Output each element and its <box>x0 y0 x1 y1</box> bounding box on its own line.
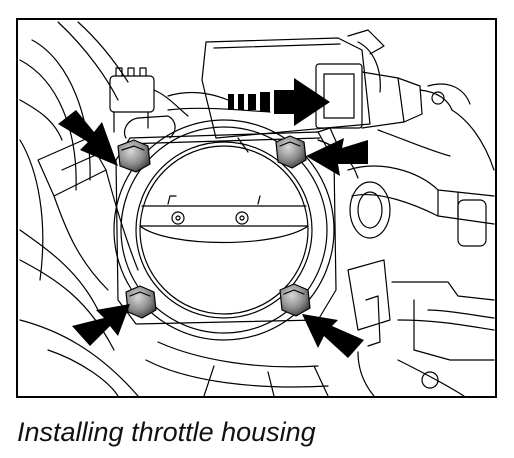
arrow-icon-bottom-left <box>72 304 130 346</box>
bolt-icon-bottom-left <box>125 285 157 319</box>
throttle-bore <box>113 119 335 341</box>
connector-arrow <box>228 78 330 126</box>
arrow-icon-top-right <box>306 138 368 176</box>
bolt-icon-top-right <box>275 135 307 169</box>
background-lower <box>145 341 329 396</box>
bolt-icon-top-left <box>117 139 151 173</box>
throttle-housing-illustration <box>19 21 495 396</box>
background-hoses-left <box>19 21 139 396</box>
figure-frame <box>16 18 497 398</box>
lower-right-component <box>347 259 495 396</box>
figure-caption: Installing throttle housing <box>17 417 316 447</box>
left-hose-clamp <box>37 137 139 291</box>
right-side-pipe <box>317 129 495 247</box>
small-connector-top-left <box>109 67 189 133</box>
throttle-plate <box>139 195 309 244</box>
bolt-icon-bottom-right <box>279 283 311 317</box>
arrow-icon-bottom-right <box>302 314 364 358</box>
arrow-icon-top-left <box>58 110 118 166</box>
